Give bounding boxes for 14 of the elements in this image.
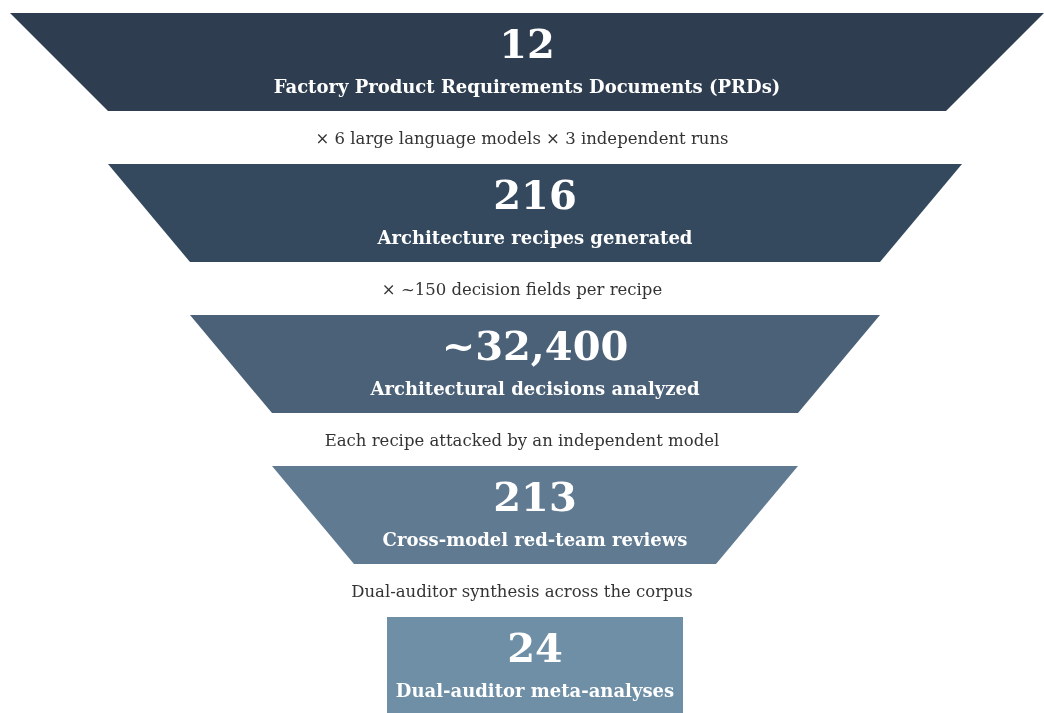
stage-description: Factory Product Requirements Documents (PRDs)	[273, 75, 781, 99]
stage-description: Architecture recipes generated	[377, 226, 693, 250]
stage-transition-note: × 6 large language models × 3 independent runs	[315, 128, 729, 150]
stage-transition-note: × ~150 decision fields per recipe	[381, 279, 663, 301]
stage-count: 216	[493, 170, 577, 220]
stage-count: 213	[493, 472, 577, 522]
stage-description: Architectural decisions analyzed	[370, 377, 700, 401]
stage-transition-note: Dual-auditor synthesis across the corpus	[351, 581, 693, 603]
stage-count: 12	[499, 19, 555, 69]
stage-description: Dual-auditor meta-analyses	[395, 679, 675, 703]
stage-description: Cross-model red-team reviews	[382, 528, 688, 552]
stage-transition-note: Each recipe attacked by an independent model	[324, 430, 720, 452]
stage-count: 24	[507, 623, 563, 673]
stage-count: ~32,400	[441, 321, 629, 371]
